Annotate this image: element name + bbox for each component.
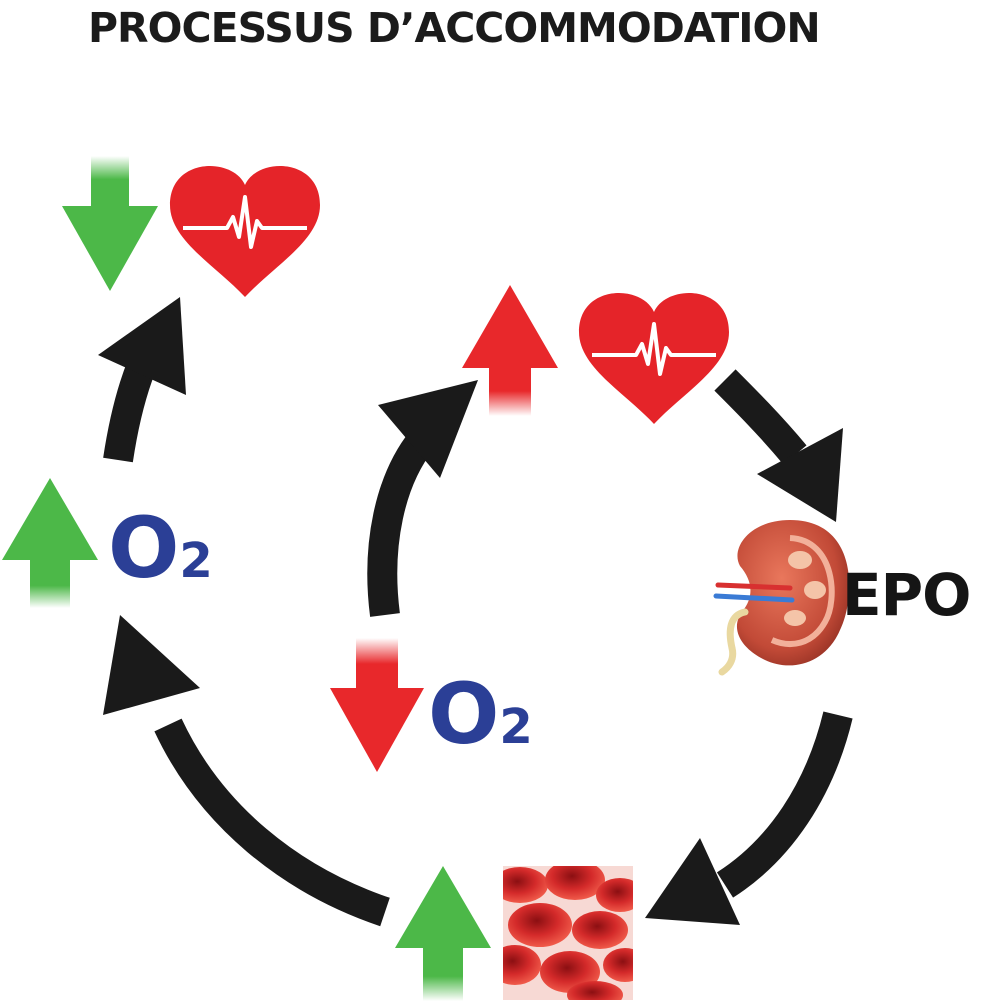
cycle-arrow-o2-to-heart: [103, 359, 156, 463]
arrowhead-heart-to-epo: [757, 428, 843, 522]
kidney-icon: [713, 520, 850, 676]
cycle-arrow-o2low-to-heartrate: [367, 430, 434, 617]
arrowhead-epo-to-cells: [645, 838, 740, 925]
decrease-arrow-green-icon: [62, 156, 158, 291]
arrowhead-o2low-to-heartrate: [378, 380, 478, 478]
cycle-arrow-heart-to-epo: [714, 369, 807, 465]
cycle-arrow-epo-to-cells: [716, 711, 853, 898]
oxygen-symbol: O: [428, 665, 500, 763]
oxygen-subscript: 2: [179, 533, 213, 589]
oxygen-symbol: O: [108, 499, 180, 597]
heart-pulse-icon: [579, 293, 729, 424]
heart-pulse-icon: [170, 166, 320, 297]
arrowhead-o2-to-heart: [98, 297, 186, 395]
oxygen-label-center: O2: [428, 672, 533, 756]
increase-arrow-green-icon: [395, 866, 491, 1001]
increase-arrow-red-icon: [462, 285, 558, 416]
oxygen-subscript: 2: [499, 699, 533, 755]
arrowhead-cells-to-o2: [103, 615, 200, 715]
increase-arrow-green-icon: [2, 478, 98, 608]
cycle-arrows: [103, 359, 853, 927]
cycle-arrow-cells-to-o2: [154, 718, 390, 927]
red-blood-cells-icon: [503, 866, 633, 1000]
page-title: PROCESSUS D’ACCOMMODATION: [88, 4, 821, 52]
oxygen-label-left: O2: [108, 506, 213, 590]
decrease-arrow-red-icon: [330, 638, 424, 772]
epo-label: EPO: [842, 561, 971, 629]
cycle-arrowheads: [98, 297, 843, 925]
